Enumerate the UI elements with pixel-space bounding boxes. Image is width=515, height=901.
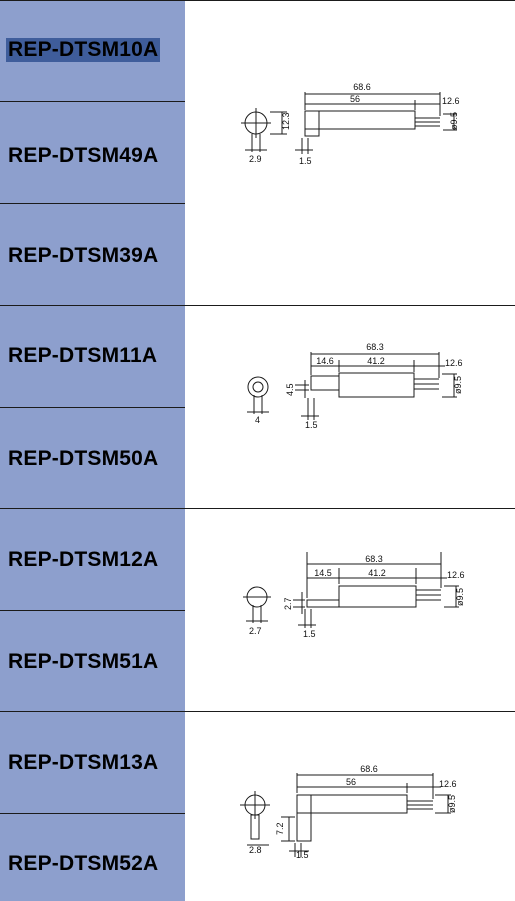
product-label: REP-DTSM51A — [8, 650, 159, 673]
product-label: REP-DTSM50A — [8, 447, 159, 470]
dimension-diagram: 68.3 14.5 41.2 12.6 ø9.5 2.7 2.7 1.5 — [243, 552, 465, 639]
dim-total: 68.3 — [366, 342, 384, 352]
dim-tip: 1.5 — [305, 420, 318, 430]
dim-width: 2.7 — [249, 626, 262, 636]
dimension-diagram: 68.6 56 12.6 ø9.5 7.2 2.8 1.5 — [240, 764, 457, 860]
product-label: REP-DTSM39A — [8, 244, 159, 267]
dim-height: 7.2 — [275, 822, 285, 835]
row-divider — [0, 610, 185, 611]
probe-body — [304, 110, 416, 130]
probe-body — [296, 794, 408, 814]
product-row: REP-DTSM13A — [0, 713, 185, 814]
group-divider — [0, 0, 515, 1]
product-row: REP-DTSM11A — [0, 306, 185, 407]
dim-diameter: ø9.5 — [453, 376, 463, 394]
probe-body — [338, 372, 415, 398]
product-label: REP-DTSM11A — [8, 344, 158, 367]
end-view-pin — [250, 814, 260, 840]
dim-body: 56 — [350, 94, 360, 104]
dim-tail: 12.6 — [447, 570, 465, 580]
dim-total: 68.3 — [365, 554, 383, 564]
dim-seg-a: 14.5 — [314, 568, 332, 578]
dim-seg-a: 14.6 — [316, 356, 334, 366]
row-divider — [0, 407, 185, 408]
dim-body: 56 — [346, 777, 356, 787]
dim-seg-b: 41.2 — [368, 568, 386, 578]
probe-tip — [306, 599, 340, 608]
dim-diameter: ø9.5 — [455, 588, 465, 606]
product-row: REP-DTSM49A — [0, 102, 185, 203]
probe-body — [338, 585, 417, 608]
row-divider — [0, 101, 185, 102]
product-row: REP-DTSM39A — [0, 204, 185, 305]
product-label: REP-DTSM13A — [8, 751, 159, 774]
row-divider — [0, 203, 185, 204]
group-divider — [0, 508, 515, 509]
dim-height: 2.7 — [283, 597, 293, 610]
dim-diameter: ø9.5 — [449, 112, 459, 130]
dim-width: 4 — [255, 415, 260, 425]
end-view-circle — [247, 376, 269, 398]
dim-tail: 12.6 — [445, 358, 463, 368]
product-label: REP-DTSM10A — [6, 38, 161, 62]
group-divider — [0, 305, 515, 306]
dim-total: 68.6 — [360, 764, 378, 774]
dim-tail: 12.6 — [439, 779, 457, 789]
dim-width: 2.8 — [249, 845, 262, 855]
probe-tip — [310, 375, 340, 391]
product-label: REP-DTSM52A — [8, 852, 159, 875]
group-divider — [0, 711, 515, 712]
dimension-diagram: 68.6 56 12.6 ø9.5 12.3 2.9 1.5 — [241, 82, 460, 166]
dim-tip: 1.5 — [299, 156, 312, 166]
row-divider — [0, 813, 185, 814]
product-row: REP-DTSM51A — [0, 611, 185, 712]
product-row: REP-DTSM52A — [0, 814, 185, 901]
dim-seg-b: 41.2 — [367, 356, 385, 366]
product-row: REP-DTSM50A — [0, 408, 185, 509]
dim-height: 4.5 — [285, 383, 295, 396]
dimension-diagram: 68.3 14.6 41.2 12.6 ø9.5 4.5 4 1.5 — [247, 342, 463, 430]
dim-diameter: ø9.5 — [447, 795, 457, 813]
dim-tip: 1.5 — [303, 629, 316, 639]
dim-height: 12.3 — [281, 112, 291, 130]
product-label: REP-DTSM12A — [8, 548, 159, 571]
dim-tail: 12.6 — [442, 96, 460, 106]
product-label: REP-DTSM49A — [8, 144, 159, 167]
dim-tip: 1.5 — [296, 850, 309, 860]
dim-width: 2.9 — [249, 154, 262, 164]
product-row: REP-DTSM12A — [0, 509, 185, 610]
dim-total: 68.6 — [353, 82, 371, 92]
product-sidebar — [0, 0, 185, 901]
product-row: REP-DTSM10A — [0, 0, 185, 101]
